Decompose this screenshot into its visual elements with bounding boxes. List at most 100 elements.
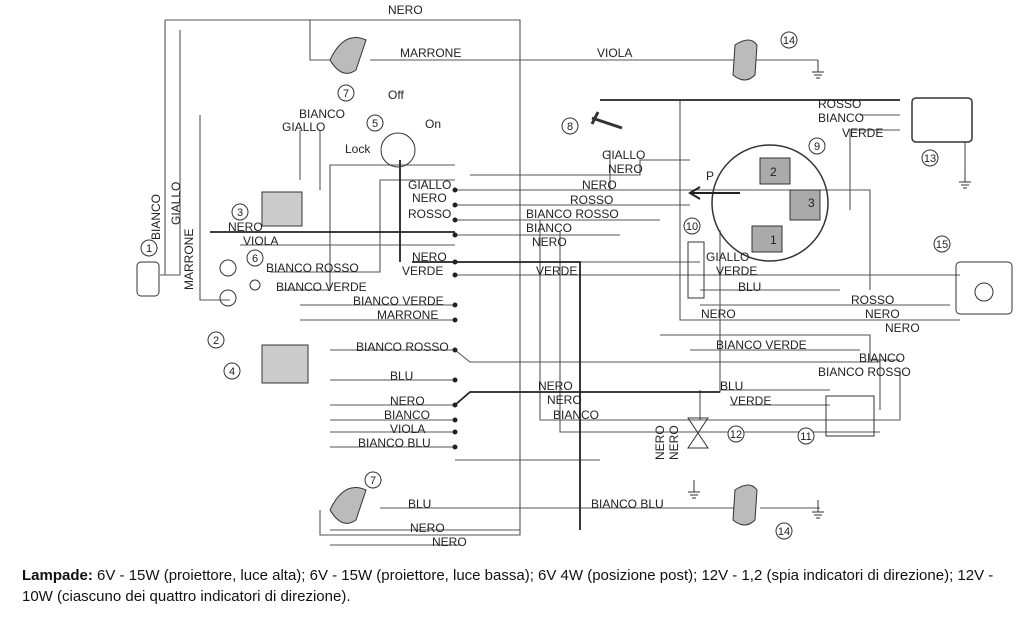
- wire: [679, 130, 960, 321]
- stator-9: [711, 144, 829, 262]
- indicator-7-bottom: [329, 487, 367, 524]
- wire-label: VIOLA: [597, 46, 632, 60]
- indicator-14-top: [732, 39, 758, 81]
- indicator-7-top: [329, 37, 367, 74]
- terminal-dot: [452, 302, 458, 308]
- wire-label: NERO: [412, 191, 447, 205]
- indicator-14-bottom: [732, 484, 758, 526]
- component-number-circle: [727, 425, 745, 443]
- wire-label: 2: [770, 165, 777, 179]
- wire: [270, 179, 455, 273]
- wire-label: VERDE: [402, 264, 443, 278]
- wire-label: NERO: [547, 393, 582, 407]
- wire-label-vertical: NERO: [667, 425, 681, 460]
- terminal-dot: [452, 317, 458, 323]
- component-number: 14: [783, 35, 795, 47]
- terminal-dot: [452, 347, 458, 353]
- wire-label: Lock: [345, 142, 371, 156]
- wire-label: BLU: [390, 369, 413, 383]
- component-number: 15: [936, 239, 948, 251]
- wire-label: BIANCO ROSSO: [818, 365, 911, 379]
- wire: [199, 115, 230, 301]
- wire-label: BIANCO BLU: [591, 497, 664, 511]
- component-number: 13: [924, 153, 936, 165]
- wire: [559, 232, 880, 433]
- ground-icon: [959, 170, 971, 189]
- wire-label-vertical: MARRONE: [182, 229, 196, 290]
- wire: [470, 189, 871, 290]
- wire-label: VERDE: [842, 126, 883, 140]
- wire-label: NERO: [388, 3, 423, 17]
- wire-label: NERO: [532, 235, 567, 249]
- terminal-dot: [452, 429, 458, 435]
- wire-label: BIANCO: [299, 107, 345, 121]
- caption-text: 6V - 15W (proiettore, luce alta); 6V - 1…: [22, 567, 994, 605]
- wire-label: BIANCO: [818, 111, 864, 125]
- coil-1: [751, 225, 783, 253]
- tail-lamp-15: [955, 261, 1013, 315]
- component-number: 4: [229, 366, 235, 378]
- component-number: 11: [800, 431, 811, 443]
- wire: [660, 334, 900, 361]
- wire-label: NERO: [228, 220, 263, 234]
- wire-label: NERO: [865, 307, 900, 321]
- wire-label: ROSSO: [408, 207, 451, 221]
- coil-3: [789, 189, 821, 221]
- wire-label: GIALLO: [282, 120, 325, 134]
- connector-1: [136, 261, 160, 297]
- wire: [330, 349, 881, 410]
- lamp-icon: [219, 259, 237, 277]
- terminal-dot: [452, 217, 458, 223]
- wire-label: ROSSO: [851, 293, 894, 307]
- wire-label: P: [706, 169, 714, 183]
- wire-label: VERDE: [716, 264, 757, 278]
- component-number: 14: [778, 526, 790, 538]
- wire-label: VERDE: [730, 394, 771, 408]
- terminal-dot: [452, 259, 458, 265]
- wire-label: GIALLO: [602, 148, 645, 162]
- component-number-circle: [797, 427, 815, 445]
- component-number: 10: [686, 221, 698, 233]
- lamp-icon: [219, 289, 237, 307]
- terminal-block-10: [687, 241, 705, 299]
- spark-plug-8-icon: [590, 111, 623, 130]
- wire-label: BIANCO ROSSO: [266, 261, 359, 275]
- wire: [280, 164, 455, 291]
- wire-label-vertical: NERO: [653, 425, 667, 460]
- component-number-circle: [231, 203, 249, 221]
- wire: [165, 19, 521, 536]
- ground-icon: [812, 60, 824, 79]
- component-number-circle: [808, 137, 826, 155]
- terminal-dot: [452, 402, 458, 408]
- component-number-circle: [561, 117, 579, 135]
- wire-label: NERO: [582, 178, 617, 192]
- wire-label: BIANCO BLU: [358, 436, 431, 450]
- wire-label: NERO: [538, 379, 573, 393]
- wires: [160, 19, 966, 546]
- wire-label: NERO: [701, 307, 736, 321]
- component-number-circle: [364, 471, 382, 489]
- component-number-circle: [775, 522, 793, 540]
- component-number: 8: [567, 121, 573, 133]
- wire-label: MARRONE: [377, 308, 438, 322]
- component-number: 3: [237, 207, 243, 219]
- wire-label: NERO: [390, 394, 425, 408]
- wire-label: ROSSO: [818, 97, 861, 111]
- terminal-dot: [452, 444, 458, 450]
- wire-label: BLU: [738, 280, 761, 294]
- wire-label-vertical: BIANCO: [149, 194, 163, 240]
- wire-label: BIANCO: [553, 408, 599, 422]
- terminal-dot: [452, 187, 458, 193]
- component-number-circle: [140, 239, 158, 257]
- terminal-dot: [452, 202, 458, 208]
- wire-label: NERO: [412, 250, 447, 264]
- wire-label: ROSSO: [570, 193, 613, 207]
- component-number-circle: [246, 249, 264, 267]
- lamp-icon: [974, 282, 994, 302]
- components: [136, 37, 1013, 526]
- hv-coil-13: [911, 97, 973, 143]
- wire-label: BLU: [408, 497, 431, 511]
